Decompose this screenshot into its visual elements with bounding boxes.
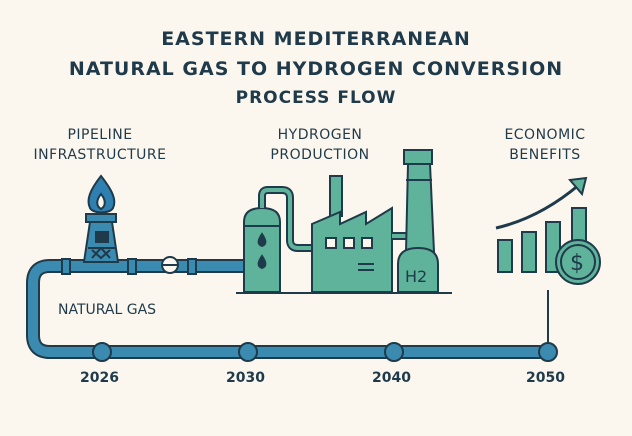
flame-icon: [87, 174, 116, 214]
timeline-node-2050: [538, 342, 558, 362]
h2-tank-label: H2: [405, 267, 427, 286]
timeline-node-2040: [384, 342, 404, 362]
timeline-node-2030: [238, 342, 258, 362]
smokestack-icon: [403, 149, 436, 253]
title-line-2: NATURAL GAS TO HYDROGEN CONVERSION: [68, 58, 564, 80]
svg-text:$: $: [570, 251, 584, 276]
timeline-year-2040: 2040: [372, 370, 411, 386]
section-economic-label: ECONOMIC BENEFITS: [504, 127, 586, 163]
timeline-nodes: [92, 342, 558, 362]
timeline-year-2030: 2030: [226, 370, 265, 386]
section-pipeline-label: PIPELINE INFRASTRUCTURE: [33, 127, 167, 163]
factory-icon: [311, 175, 393, 293]
timeline-year-2026: 2026: [80, 370, 119, 386]
trend-arrow-icon: [495, 176, 588, 230]
pipeline: [26, 258, 555, 359]
gas-derrick-icon: [82, 213, 120, 263]
h2-tank-icon: H2: [397, 246, 439, 293]
natural-gas-label: NATURAL GAS: [58, 302, 157, 318]
title-line-3: PROCESS FLOW: [235, 88, 397, 108]
storage-tank-icon: [243, 206, 281, 293]
section-hydrogen-label: HYDROGEN PRODUCTION: [270, 127, 370, 163]
title-line-1: EASTERN MEDITERRANEAN: [161, 28, 471, 50]
valve-icon: [161, 256, 179, 274]
timeline-node-2026: [92, 342, 112, 362]
timeline-year-2050: 2050: [526, 370, 565, 386]
dollar-coin-icon: $: [555, 239, 601, 285]
